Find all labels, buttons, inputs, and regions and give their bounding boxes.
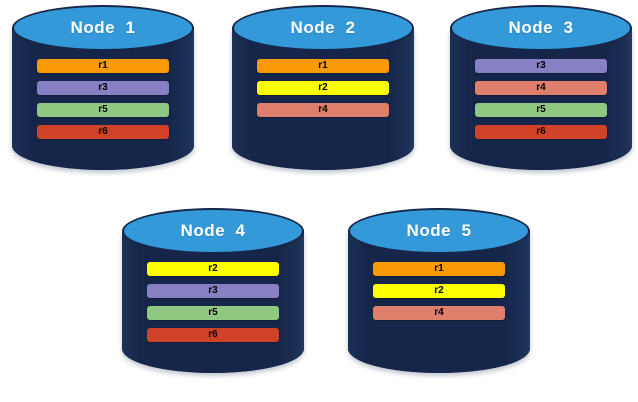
replica-bar[interactable]: r4	[257, 103, 389, 117]
node-label: Node 4	[180, 221, 246, 240]
replica-bar[interactable]: r2	[257, 81, 389, 95]
replica-list: r1 r3 r5 r6	[12, 59, 194, 139]
replica-bar[interactable]: r1	[257, 59, 389, 73]
cylinder-top-disc	[348, 208, 530, 254]
replica-bar[interactable]: r3	[475, 59, 607, 73]
replica-bar[interactable]: r1	[37, 59, 169, 73]
replica-bar[interactable]: r3	[37, 81, 169, 95]
replica-bar[interactable]: r1	[373, 262, 505, 276]
replica-bar[interactable]: r5	[475, 103, 607, 117]
replica-list: r3 r4 r5 r6	[450, 59, 632, 139]
replica-list: r1 r2 r4	[348, 262, 530, 320]
replica-bar[interactable]: r6	[475, 125, 607, 139]
cylinder-top-disc	[450, 5, 632, 51]
node-label: Node 5	[406, 221, 472, 240]
replica-bar[interactable]: r6	[37, 125, 169, 139]
replica-bar[interactable]: r4	[373, 306, 505, 320]
replica-bar[interactable]: r5	[37, 103, 169, 117]
replica-bar[interactable]: r4	[475, 81, 607, 95]
node-label: Node 2	[290, 18, 356, 37]
cylinder-top-disc	[232, 5, 414, 51]
replica-bar[interactable]: r2	[373, 284, 505, 298]
replica-bar[interactable]: r3	[147, 284, 279, 298]
replica-list: r1 r2 r4	[232, 59, 414, 117]
replica-bar[interactable]: r2	[147, 262, 279, 276]
node-label: Node 3	[508, 18, 574, 37]
replica-list: r2 r3 r5 r6	[122, 262, 304, 342]
node-label: Node 1	[70, 18, 136, 37]
replica-bar[interactable]: r6	[147, 328, 279, 342]
cylinder-top-disc	[122, 208, 304, 254]
replica-bar[interactable]: r5	[147, 306, 279, 320]
cylinder-top-disc	[12, 5, 194, 51]
